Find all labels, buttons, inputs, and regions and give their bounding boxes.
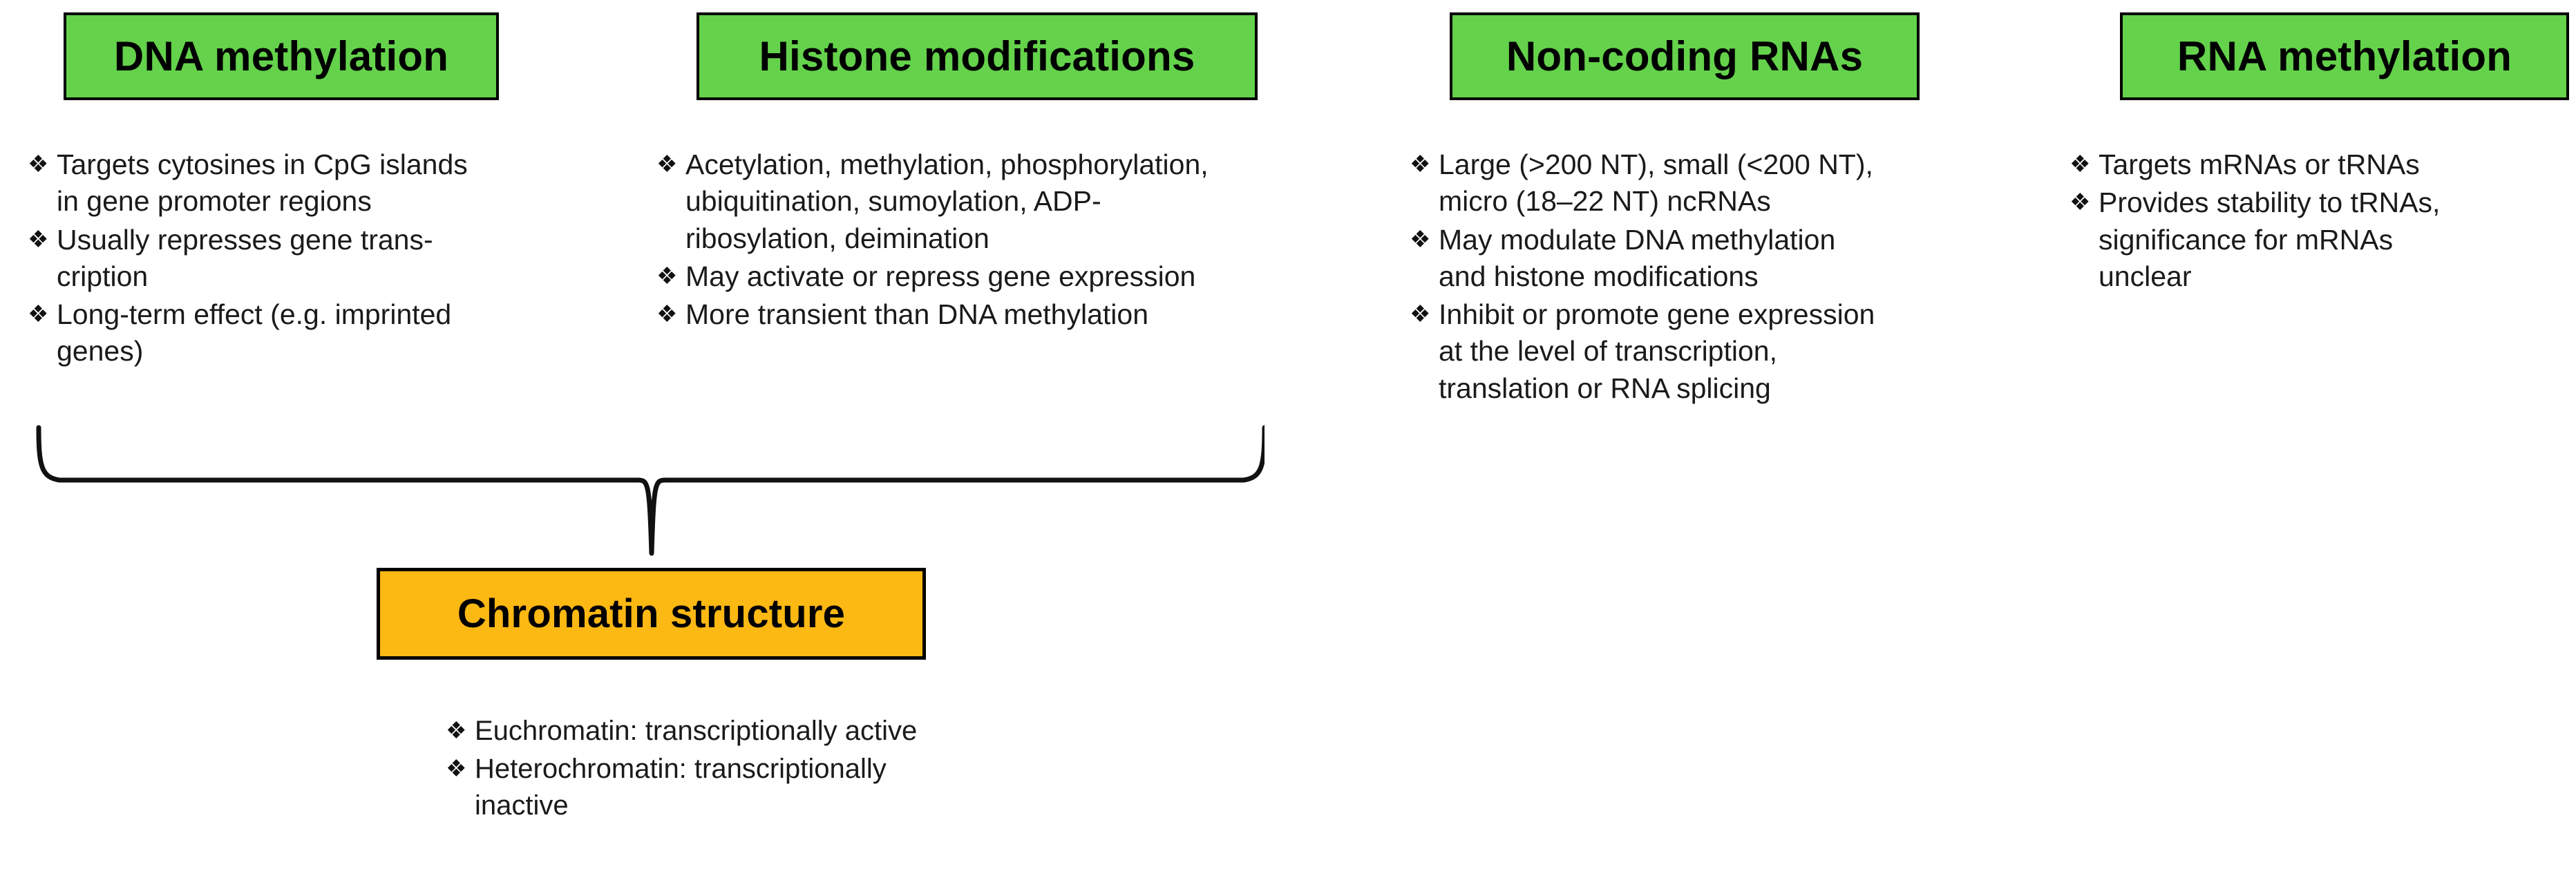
list-item-text: Euchromatin: transcriptionally active bbox=[475, 716, 918, 746]
diamond-bullet-icon: ❖ bbox=[446, 755, 467, 782]
list-item: ❖ May modulate DNA methylation and histo… bbox=[1410, 222, 2011, 296]
list-item-text: Large (>200 NT), small (<200 NT), micro … bbox=[1439, 149, 1873, 218]
list-item: ❖ Inhibit or promote gene expression at … bbox=[1410, 296, 2011, 407]
diamond-bullet-icon: ❖ bbox=[2070, 151, 2091, 178]
header-box-dna-methylation: DNA methylation bbox=[64, 12, 499, 100]
header-label: Histone modifications bbox=[759, 33, 1195, 79]
list-item: ❖ Targets mRNAs or tRNAs bbox=[2070, 146, 2567, 183]
header-box-non-coding-rnas: Non-coding RNAs bbox=[1450, 12, 1920, 100]
header-label: DNA methylation bbox=[113, 33, 449, 79]
column-non-coding-rnas: ❖ Large (>200 NT), small (<200 NT), micr… bbox=[1410, 146, 2011, 408]
list-item-text: Provides stability to tRNAs, significanc… bbox=[2099, 187, 2441, 292]
diamond-bullet-icon: ❖ bbox=[656, 151, 678, 178]
diamond-bullet-icon: ❖ bbox=[2070, 189, 2091, 216]
list-item: ❖ Acetylation, methylation, phosphorylat… bbox=[656, 146, 1368, 257]
list-item-text: More transient than DNA methylation bbox=[685, 298, 1148, 331]
diamond-bullet-icon: ❖ bbox=[28, 226, 49, 253]
diamond-bullet-icon: ❖ bbox=[656, 262, 678, 289]
list-item: ❖ May activate or repress gene expressio… bbox=[656, 258, 1368, 295]
list-item: ❖ Provides stability to tRNAs, significa… bbox=[2070, 184, 2567, 295]
list-item-text: Inhibit or promote gene expression at th… bbox=[1439, 298, 1875, 404]
curly-brace-connector bbox=[28, 418, 1265, 563]
list-item: ❖ Long-term effect (e.g. imprinted genes… bbox=[28, 296, 525, 370]
list-item-text: May modulate DNA methylation and histone… bbox=[1439, 223, 1836, 292]
column-histone-modifications: ❖ Acetylation, methylation, phosphorylat… bbox=[656, 146, 1368, 334]
list-item: ❖ Usually represses gene trans- cription bbox=[28, 222, 525, 296]
list-item: ❖ Large (>200 NT), small (<200 NT), micr… bbox=[1410, 146, 2011, 220]
diamond-bullet-icon: ❖ bbox=[28, 151, 49, 178]
list-item: ❖ More transient than DNA methylation bbox=[656, 296, 1368, 333]
header-label: Non-coding RNAs bbox=[1506, 33, 1864, 79]
chromatin-structure-box: Chromatin structure bbox=[377, 568, 926, 660]
column-dna-methylation: ❖ Targets cytosines in CpG islands in ge… bbox=[28, 146, 525, 372]
list-item-text: May activate or repress gene expression bbox=[685, 260, 1196, 292]
header-box-rna-methylation: RNA methylation bbox=[2120, 12, 2569, 100]
diamond-bullet-icon: ❖ bbox=[656, 301, 678, 328]
list-item-text: Long-term effect (e.g. imprinted genes) bbox=[57, 298, 452, 367]
list-item: ❖ Heterochromatin: transcriptionally ina… bbox=[446, 751, 1206, 824]
list-item-text: Targets mRNAs or tRNAs bbox=[2099, 149, 2420, 180]
list-item-text: Targets cytosines in CpG islands in gene… bbox=[57, 149, 468, 218]
diamond-bullet-icon: ❖ bbox=[1410, 151, 1431, 178]
list-item: ❖ Euchromatin: transcriptionally active bbox=[446, 713, 1206, 749]
header-box-histone-modifications: Histone modifications bbox=[697, 12, 1258, 100]
column-rna-methylation: ❖ Targets mRNAs or tRNAs ❖ Provides stab… bbox=[2070, 146, 2567, 296]
list-item-text: Heterochromatin: transcriptionally inact… bbox=[475, 753, 887, 821]
diamond-bullet-icon: ❖ bbox=[28, 301, 49, 328]
header-label: RNA methylation bbox=[2177, 33, 2512, 79]
list-item-text: Acetylation, methylation, phosphorylatio… bbox=[685, 149, 1209, 254]
chromatin-structure-details: ❖ Euchromatin: transcriptionally active … bbox=[446, 713, 1206, 825]
diamond-bullet-icon: ❖ bbox=[446, 718, 467, 744]
brace-svg bbox=[36, 425, 1265, 556]
list-item: ❖ Targets cytosines in CpG islands in ge… bbox=[28, 146, 525, 220]
diamond-bullet-icon: ❖ bbox=[1410, 301, 1431, 328]
chromatin-structure-label: Chromatin structure bbox=[457, 591, 846, 636]
diamond-bullet-icon: ❖ bbox=[1410, 226, 1431, 253]
list-item-text: Usually represses gene trans- cription bbox=[57, 223, 433, 292]
